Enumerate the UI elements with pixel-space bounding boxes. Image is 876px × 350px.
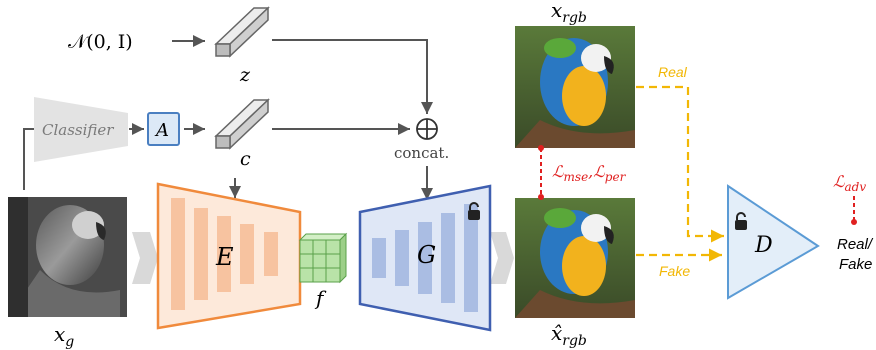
xg-label: xg bbox=[54, 322, 74, 350]
real-rgb-image bbox=[515, 26, 635, 148]
discriminator-label: D bbox=[754, 233, 773, 258]
unlock-icon bbox=[735, 212, 747, 230]
classifier-label: Classifier bbox=[42, 121, 114, 139]
encoder-block bbox=[156, 182, 302, 330]
output-fake-label: Fake bbox=[839, 256, 872, 273]
grayscale-input-image bbox=[8, 197, 127, 317]
fake-rgb-image bbox=[515, 198, 635, 318]
generator-to-output-chevron bbox=[490, 232, 514, 284]
c-latent-prism bbox=[214, 98, 270, 150]
z-latent-prism bbox=[214, 6, 270, 58]
output-real-label: Real/ bbox=[837, 236, 874, 253]
feature-cube bbox=[298, 232, 348, 284]
classifier-block bbox=[34, 97, 128, 162]
feature-label: f bbox=[314, 286, 327, 310]
real-to-discriminator-path bbox=[636, 85, 724, 243]
a-box bbox=[147, 112, 180, 146]
noise-label: 𝒩(0, I) bbox=[68, 31, 133, 53]
encoder-label: E bbox=[215, 243, 234, 271]
adv-loss-dot bbox=[851, 219, 857, 225]
c-label: c bbox=[240, 148, 251, 170]
input-to-classifier-line bbox=[23, 128, 34, 190]
a-label: A bbox=[154, 120, 169, 141]
mse-loss-bottom-dot bbox=[538, 194, 544, 200]
real-path-label: Real bbox=[658, 64, 688, 80]
circled-plus-icon bbox=[416, 118, 438, 140]
generator-block bbox=[358, 184, 492, 332]
mse-per-loss-label: ℒmse,ℒper bbox=[552, 162, 627, 184]
x-hat-rgb-label: x̂rgb bbox=[551, 321, 587, 349]
x-rgb-label: xrgb bbox=[551, 0, 587, 26]
mse-loss-top-dot bbox=[538, 145, 544, 151]
discriminator-block bbox=[727, 184, 820, 300]
z-to-concat-line bbox=[272, 39, 433, 114]
concat-label: concat. bbox=[394, 144, 449, 162]
fake-path-label: Fake bbox=[659, 263, 690, 279]
z-label: z bbox=[239, 64, 251, 86]
unlock-icon bbox=[468, 202, 480, 220]
generator-label: G bbox=[417, 241, 436, 269]
input-to-encoder-chevron bbox=[132, 232, 158, 284]
adv-loss-label: ℒadv bbox=[833, 172, 866, 194]
